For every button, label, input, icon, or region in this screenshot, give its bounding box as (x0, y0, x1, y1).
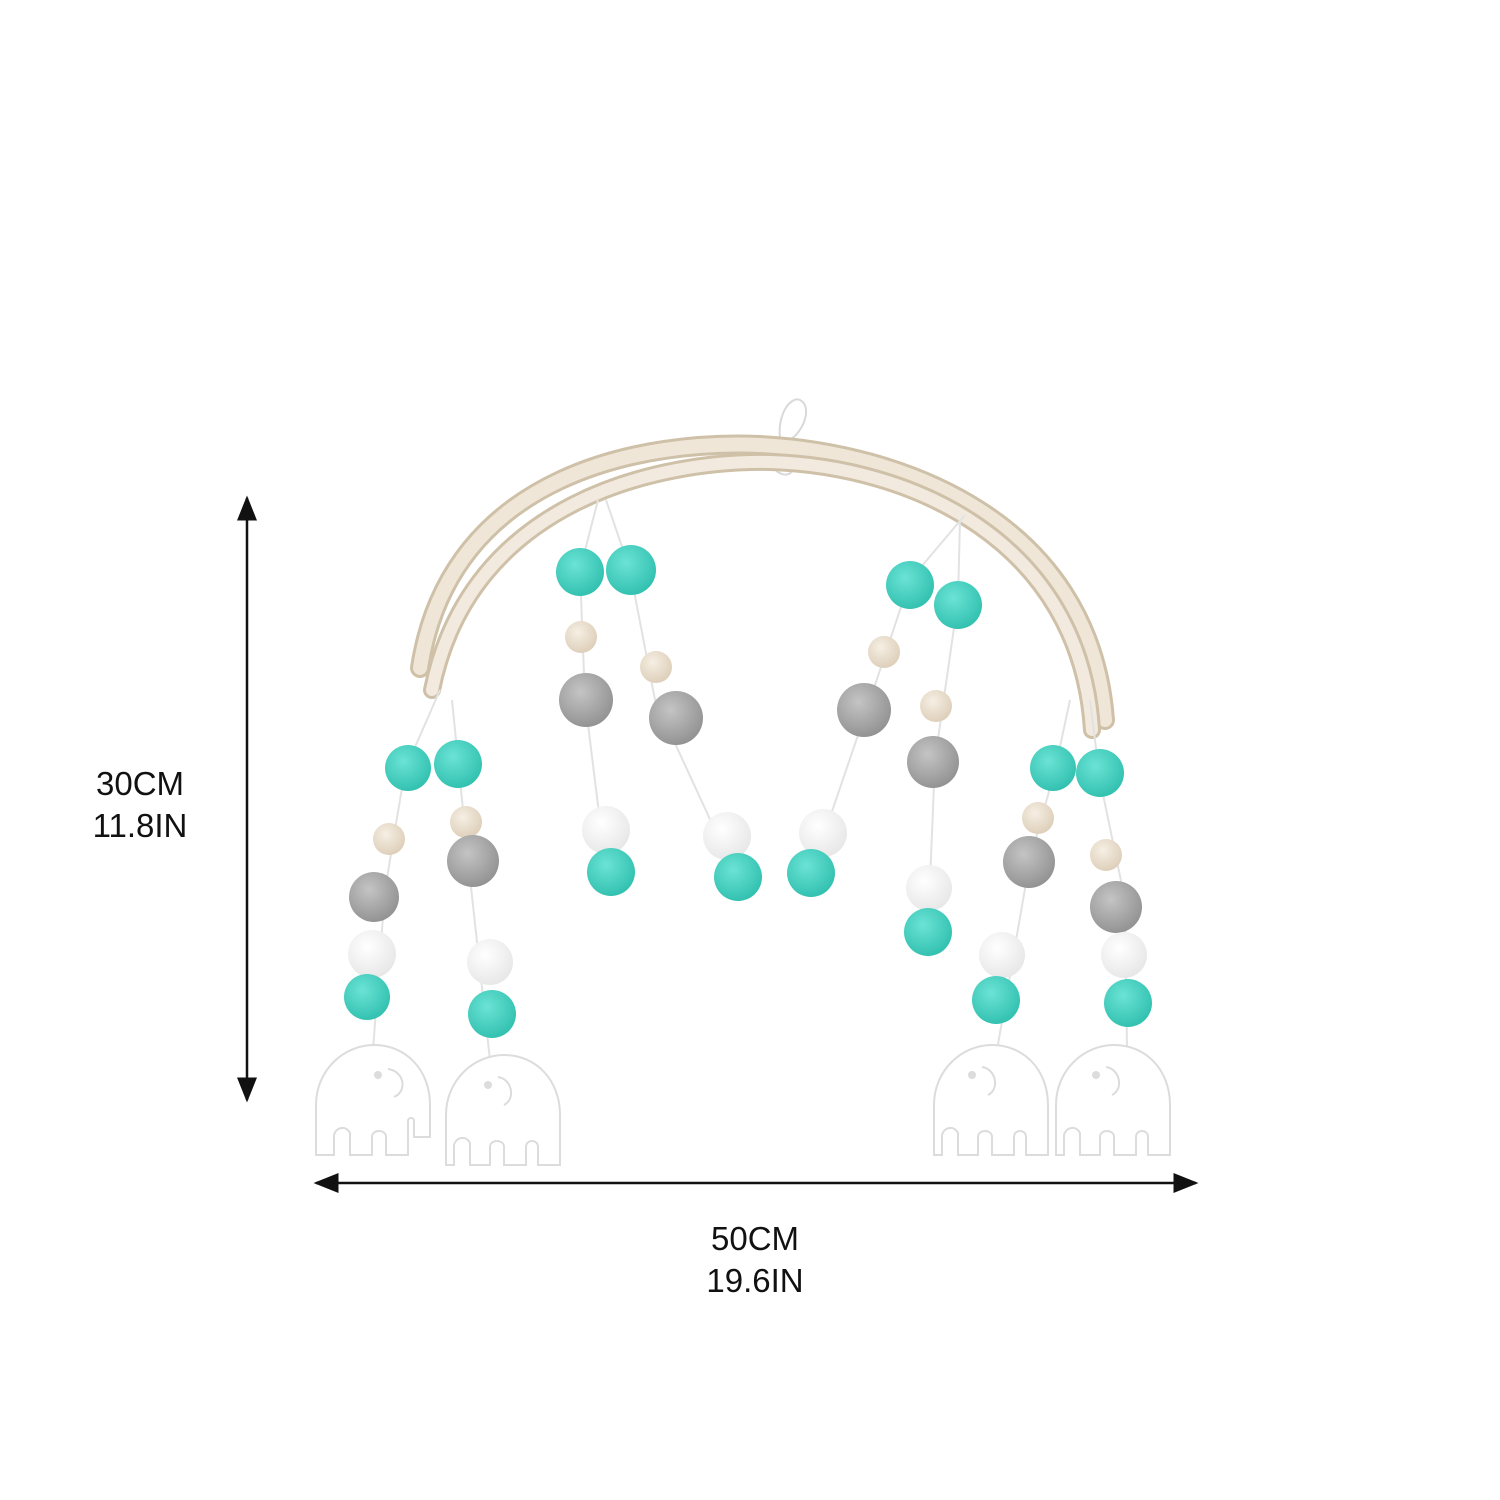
gray-felt-ball (649, 691, 703, 745)
teal-felt-ball (606, 545, 656, 595)
wood-bead (565, 621, 597, 653)
white-felt-ball (799, 809, 847, 857)
teal-felt-ball (468, 990, 516, 1038)
teal-felt-ball (934, 581, 982, 629)
white-felt-ball (1101, 932, 1147, 978)
teal-felt-ball (904, 908, 952, 956)
teal-felt-ball (385, 745, 431, 791)
teal-felt-ball (972, 976, 1020, 1024)
teal-felt-ball (556, 548, 604, 596)
gray-felt-ball (907, 736, 959, 788)
elephant-icon (445, 1053, 561, 1166)
strand-center-left-b (606, 545, 762, 901)
gray-felt-ball (1003, 836, 1055, 888)
white-felt-ball (582, 806, 630, 854)
height-cm-label: 30CM (95, 765, 185, 802)
strand-left-inner (434, 740, 516, 1038)
wood-bead (1090, 839, 1122, 871)
teal-felt-ball (886, 561, 934, 609)
teal-felt-ball (1076, 749, 1124, 797)
elephant-icon (1055, 1043, 1171, 1156)
teal-felt-ball (1030, 745, 1076, 791)
elephant-icon (933, 1043, 1049, 1156)
gray-felt-ball (349, 872, 399, 922)
strand-right-outer (1076, 749, 1152, 1027)
teal-felt-ball (434, 740, 482, 788)
gray-felt-ball (559, 673, 613, 727)
wood-bead (920, 690, 952, 722)
height-in-label: 11.8IN (92, 807, 188, 844)
elephant-icon (315, 1043, 431, 1156)
white-felt-ball (979, 932, 1025, 978)
strand-center-right-a (787, 561, 934, 897)
wood-bead (640, 651, 672, 683)
teal-felt-ball (787, 849, 835, 897)
strand-center-right-b (904, 581, 982, 956)
strand-center-left-a (556, 548, 635, 896)
strand-left-outer (344, 745, 431, 1020)
wood-bead (373, 823, 405, 855)
teal-felt-ball (587, 848, 635, 896)
white-felt-ball (467, 939, 513, 985)
white-felt-ball (703, 812, 751, 860)
width-cm-label: 50CM (710, 1220, 800, 1257)
width-in-label: 19.6IN (706, 1262, 804, 1299)
wood-bead (1022, 802, 1054, 834)
white-felt-ball (906, 865, 952, 911)
gray-felt-ball (837, 683, 891, 737)
gray-felt-ball (447, 835, 499, 887)
teal-felt-ball (1104, 979, 1152, 1027)
strand-right-inner (972, 745, 1076, 1024)
wood-bead (450, 806, 482, 838)
wood-bead (868, 636, 900, 668)
teal-felt-ball (714, 853, 762, 901)
wooden-arch (410, 434, 1115, 739)
gray-felt-ball (1090, 881, 1142, 933)
white-felt-ball (348, 930, 396, 978)
teal-felt-ball (344, 974, 390, 1020)
